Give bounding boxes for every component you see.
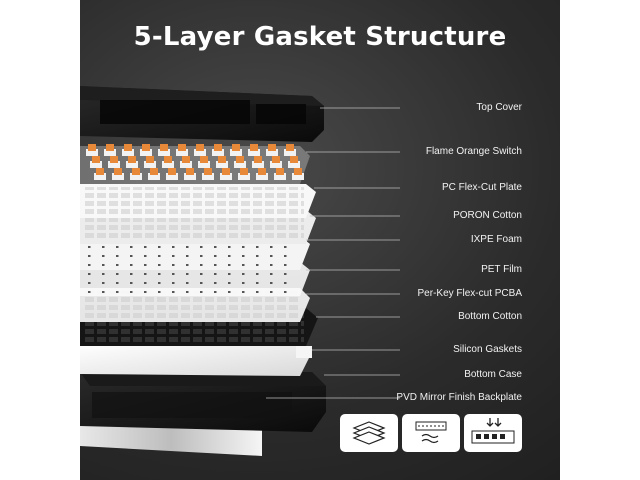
badge-sound-dampening [402,414,460,452]
layer-label: Silicon Gaskets [453,344,522,355]
switch-housing [202,173,214,180]
switch-stem [114,168,122,175]
layer-label: PC Flex-Cut Plate [441,182,522,193]
switch-housing [238,173,250,180]
switch-housing [270,161,282,168]
layer-label: Top Cover [476,102,522,113]
switch-stem [204,168,212,175]
switch-stem [160,144,168,151]
switch-stem [196,144,204,151]
layer-label: PET Film [481,264,522,275]
switch-housing [126,161,138,168]
switch-stem [88,144,96,151]
switch-stem [214,144,222,151]
right-margin [560,0,640,480]
layer-label: Bottom Cotton [458,311,522,322]
switch-housing [216,161,228,168]
switch-housing [220,173,232,180]
switch-housing [158,149,170,156]
badge-key-press [464,414,522,452]
switch-housing [148,173,160,180]
switch-housing [198,161,210,168]
switch-stem [128,156,136,163]
switch-housing [184,173,196,180]
switch-stem [254,156,262,163]
switch-housing [108,161,120,168]
layers-icon [352,421,386,445]
switch-stem [150,168,158,175]
switch-stem [222,168,230,175]
switch-housing [252,161,264,168]
layer-label: PORON Cotton [453,210,522,221]
page-title: 5-Layer Gasket Structure [133,22,507,52]
switch-stem [96,168,104,175]
layer-label: Bottom Case [464,369,522,380]
switch-housing [104,149,116,156]
switch-housing [274,173,286,180]
switch-housing [130,173,142,180]
switch-stem [132,168,140,175]
switch-stem [110,156,118,163]
layer-switches [80,144,310,184]
switch-housing [94,173,106,180]
key-press-icon [471,418,515,444]
switch-stem [286,144,294,151]
switch-housing [86,149,98,156]
switch-housing [180,161,192,168]
switch-stem [106,144,114,151]
switch-stem [164,156,172,163]
switch-stem [232,144,240,151]
switch-housing [230,149,242,156]
switch-stem [272,156,280,163]
layer-silicon-gaskets [80,344,312,376]
switch-housing [288,161,300,168]
switch-housing [162,161,174,168]
switch-housing [284,149,296,156]
switch-housing [112,173,124,180]
switch-housing [122,149,134,156]
sound-dampening-icon [415,421,447,444]
switch-stem [276,168,284,175]
switch-housing [176,149,188,156]
switch-housing [144,161,156,168]
switch-housing [248,149,260,156]
switch-stem [186,168,194,175]
switch-stem [142,144,150,151]
switch-stem [92,156,100,163]
layer-label: IXPE Foam [470,234,522,245]
switch-stem [294,168,302,175]
switch-stem [268,144,276,151]
badge-layers [340,414,398,452]
switch-stem [124,144,132,151]
switch-housing [234,161,246,168]
switch-housing [292,173,304,180]
switch-stem [290,156,298,163]
switch-stem [200,156,208,163]
layer-label: Flame Orange Switch [425,146,522,157]
switch-stem [218,156,226,163]
switch-stem [178,144,186,151]
switch-stem [250,144,258,151]
layer-label: PVD Mirror Finish Backplate [396,392,522,403]
switch-stem [168,168,176,175]
switch-housing [266,149,278,156]
switch-housing [194,149,206,156]
switch-stem [240,168,248,175]
switch-housing [166,173,178,180]
switch-stem [236,156,244,163]
switch-housing [90,161,102,168]
switch-housing [256,173,268,180]
left-margin [0,0,80,480]
layer-label: Per-Key Flex-cut PCBA [417,288,522,299]
switch-housing [212,149,224,156]
switch-housing [140,149,152,156]
switch-stem [182,156,190,163]
switch-stem [258,168,266,175]
switch-stem [146,156,154,163]
